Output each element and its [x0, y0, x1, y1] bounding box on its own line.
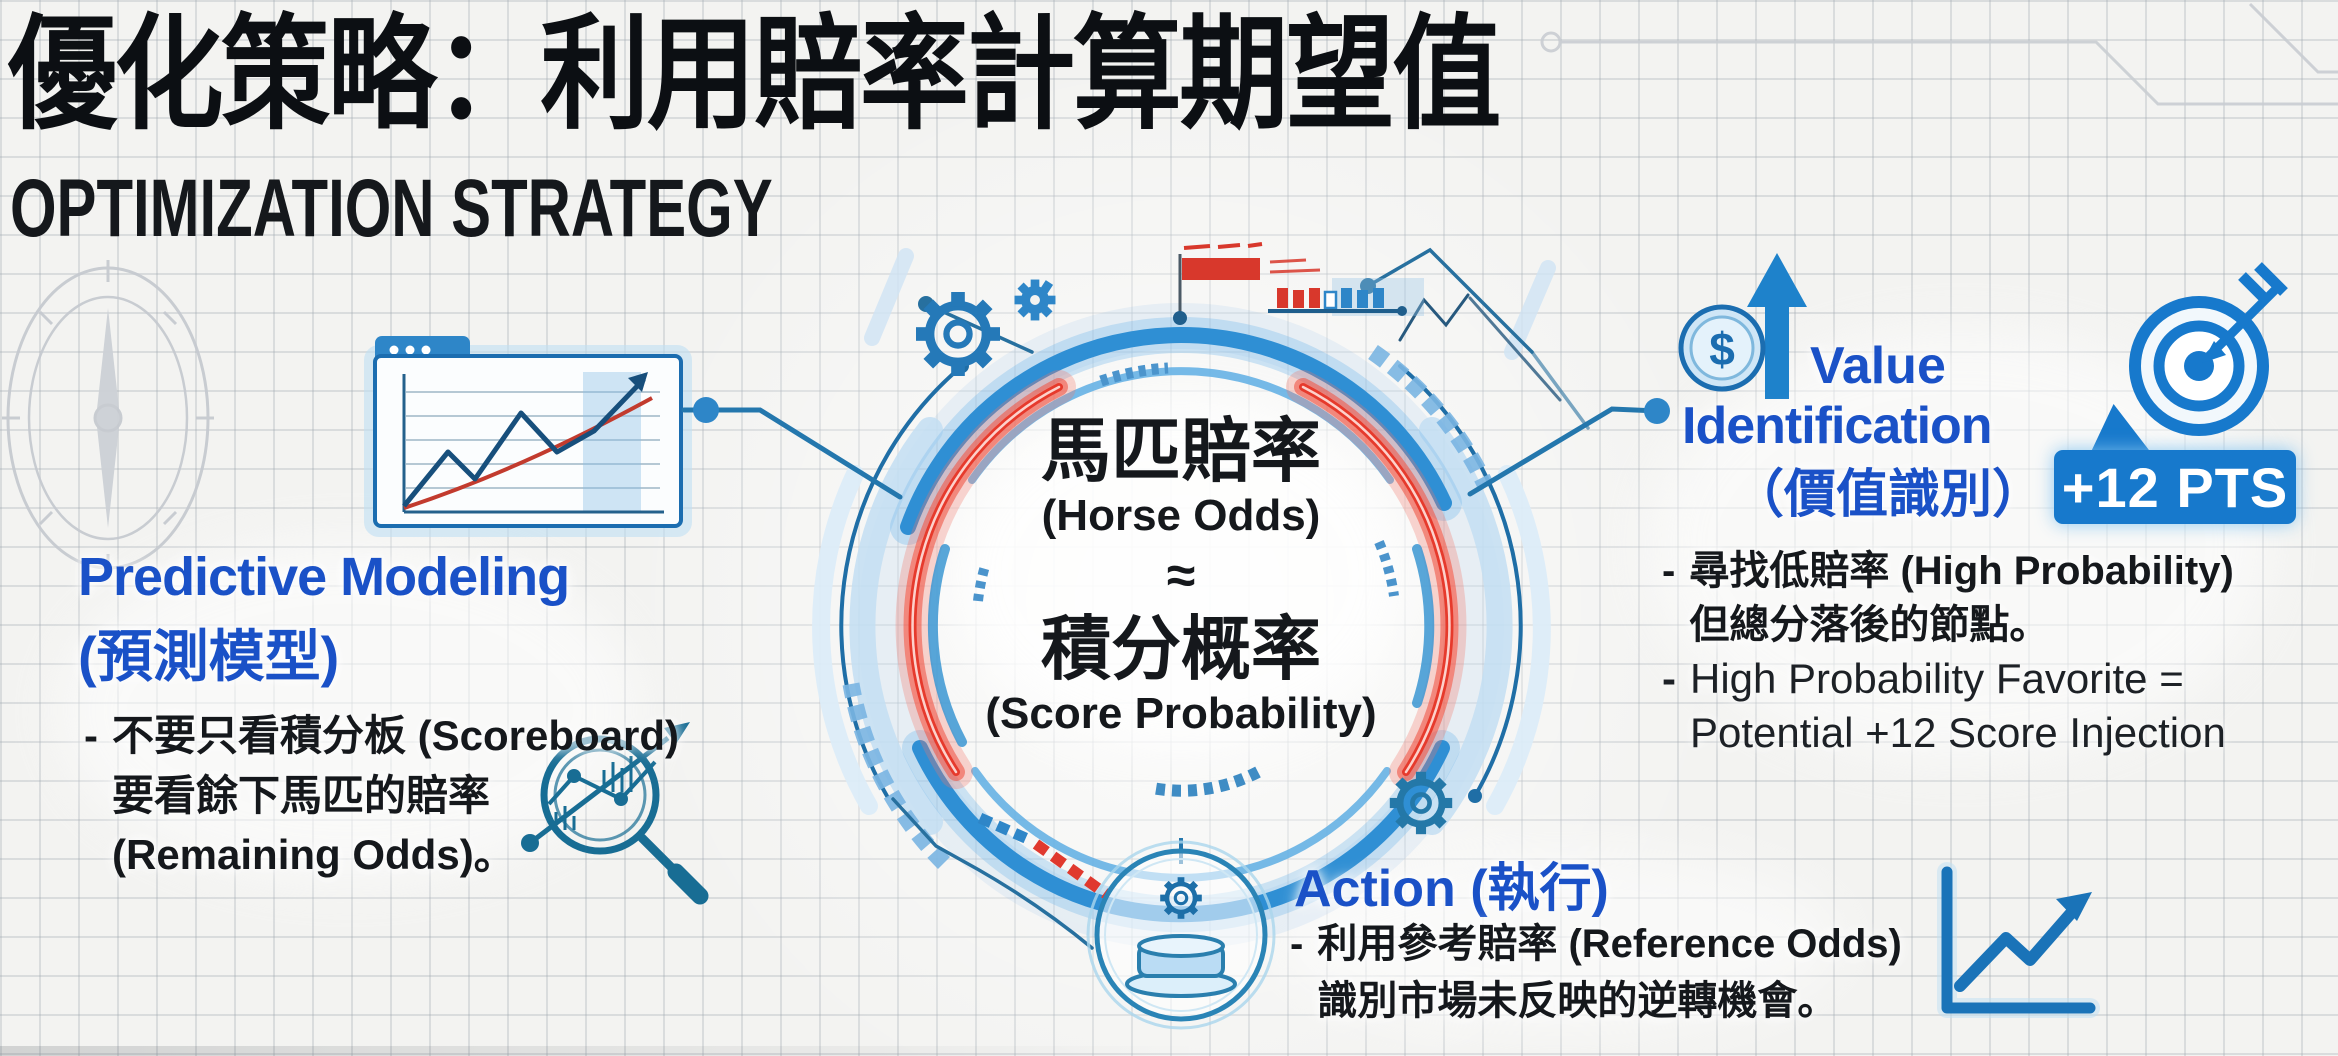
connector-line-left — [681, 397, 903, 500]
action-bullet-line-1: 利用參考賠率 (Reference Odds) — [1317, 922, 1902, 966]
magnifier-chart-icon — [521, 722, 709, 905]
action-heading: Action (執行) — [1294, 860, 1609, 918]
center-horse-odds-en: (Horse Odds) — [1041, 491, 1321, 540]
page-subtitle: OPTIMIZATION STRATEGY — [10, 163, 773, 254]
compass-icon — [2, 260, 214, 576]
value-bullet2-line-2: Potential +12 Score Injection — [1690, 708, 2226, 756]
connector-line-right — [1467, 398, 1670, 497]
action-button-icon — [1086, 840, 1276, 1030]
svg-text:$: $ — [1709, 323, 1735, 375]
value-bullet1-line-1: 尋找低賠率 (High Probability) — [1689, 549, 2234, 593]
red-glow-arc-right — [1286, 370, 1467, 789]
value-heading-zh: （價值識別） — [1732, 466, 2045, 524]
bullet-dash: - — [84, 712, 98, 759]
flag-marker-icon — [1173, 242, 1321, 325]
corner-circuit-lines — [1540, 2, 2338, 106]
points-badge-label: +12 PTS — [2061, 455, 2289, 519]
bullet-dash: - — [1290, 922, 1304, 966]
backdrop-action-text — [1280, 850, 1840, 1030]
bottom-edge-shade — [0, 1046, 1200, 1056]
action-bullet-line-2: 識別市場未反映的逆轉機會。 — [1317, 978, 1838, 1023]
value-bullet-2: - High Probability Favorite = Potential … — [1662, 652, 2226, 760]
predictive-bullet-line-2: 要看餘下馬匹的賠率 — [112, 771, 491, 819]
backdrop-left-text — [60, 540, 640, 880]
gear-icon-top-small — [1015, 280, 1056, 321]
center-equation: 馬匹賠率 (Horse Odds) ≈ 積分概率 (Score Probabil… — [931, 416, 1431, 748]
bullet-dash: - — [1662, 549, 1676, 593]
histogram-icon — [1268, 278, 1424, 316]
approx-symbol: ≈ — [1166, 547, 1196, 605]
browser-chart-icon — [364, 336, 692, 537]
value-bullet2-line-1: High Probability Favorite = — [1690, 655, 2184, 702]
tick-marks — [973, 362, 1399, 899]
action-bullets: - 利用參考賠率 (Reference Odds) 識別市場未反映的逆轉機會。 — [1290, 916, 1902, 1030]
value-heading-line2: Identification — [1682, 397, 1993, 455]
page-title: 優化策略：利用賠率計算期望值 — [8, 6, 1501, 144]
predictive-heading-en: Predictive Modeling — [78, 547, 570, 607]
center-score-prob-zh: 積分概率 — [1041, 610, 1321, 688]
value-heading-line1: Value — [1810, 337, 1946, 395]
predictive-heading-zh: (預測模型) — [78, 625, 340, 688]
value-bullet1-line-2: 但總分落後的節點。 — [1689, 603, 2050, 647]
predictive-bullet-line-1: 不要只看積分板 (Scoreboard) — [112, 712, 680, 759]
coin-dollar-icon: $ — [1678, 304, 1766, 392]
backdrop-center — [950, 400, 1410, 750]
red-glow-arc-left — [895, 370, 1076, 789]
predictive-bullet-line-3: (Remaining Odds)。 — [112, 831, 516, 879]
arrow-up-icon — [1747, 253, 1807, 399]
trend-chart-icon — [1937, 862, 2100, 1018]
points-badge: +12 PTS — [2054, 450, 2296, 524]
target-dart-icon — [2129, 262, 2288, 436]
center-horse-odds-zh: 馬匹賠率 — [1041, 412, 1321, 490]
gear-icon-top-left — [916, 292, 1000, 376]
center-score-prob-en: (Score Probability) — [985, 689, 1377, 738]
value-bullet-1: - 尋找低賠率 (High Probability) 但總分落後的節點。 — [1662, 544, 2234, 652]
predictive-bullets: - 不要只看積分板 (Scoreboard) 要看餘下馬匹的賠率 (Remain… — [84, 706, 679, 885]
circuit-traces — [891, 247, 1590, 950]
bullet-dash: - — [1662, 655, 1676, 702]
